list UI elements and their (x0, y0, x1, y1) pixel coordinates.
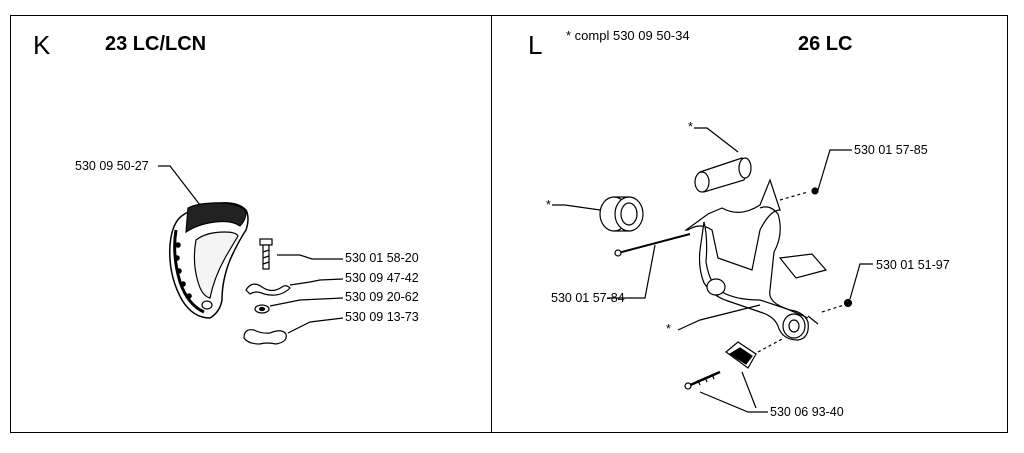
leader-grip-star (694, 127, 739, 153)
screw-drawing (684, 370, 721, 390)
panel-l-title: 26 LC (798, 33, 853, 55)
label-nut-top: 530 01 57-85 (854, 143, 928, 157)
bolt-drawing (259, 238, 273, 270)
label-rod: 530 01 57-84 (551, 291, 625, 305)
leader-frame-star (677, 304, 761, 331)
label-spacer-star: * (546, 198, 551, 212)
label-handle: 530 09 50-27 (75, 159, 149, 173)
bracket-drawing (245, 283, 291, 296)
leader-nut-right (849, 263, 873, 300)
frame-drawing (684, 178, 828, 341)
grip-tube-drawing (694, 157, 752, 193)
leader-screws-1 (699, 391, 768, 413)
label-screws: 530 06 93-40 (770, 405, 844, 419)
label-washer: 530 09 20-62 (345, 290, 419, 304)
leader-washer (269, 297, 344, 307)
leader-nut-top (817, 149, 852, 191)
panel-divider (491, 15, 492, 433)
leader-bracket (289, 278, 344, 286)
nut-top-drawing (811, 187, 819, 195)
leader-spacer-star (552, 204, 601, 211)
leader-bolt (277, 254, 343, 260)
compl-note: * compl 530 09 50-34 (566, 28, 690, 43)
panel-l-letter: L (528, 30, 543, 60)
diagram-frame (10, 15, 1008, 433)
label-bracket: 530 09 47-42 (345, 271, 419, 285)
leader-rod (607, 244, 656, 299)
spacer-drawing (599, 196, 644, 232)
leader-handle (158, 165, 201, 206)
nut-right-drawing (843, 298, 853, 308)
leader-wing-nut (287, 317, 344, 334)
leader-screws-2 (741, 371, 757, 409)
label-nut-right: 530 01 51-97 (876, 258, 950, 272)
wing-nut-drawing (243, 329, 287, 345)
rod-drawing (617, 233, 691, 254)
panel-k-title: 23 LC/LCN (105, 33, 207, 55)
label-bolt: 530 01 58-20 (345, 251, 419, 265)
handle-drawing (169, 202, 249, 319)
label-grip-star: * (688, 120, 693, 134)
label-wing-nut: 530 09 13-73 (345, 310, 419, 324)
label-frame-star: * (666, 322, 671, 336)
clamp-drawing (725, 341, 757, 369)
panel-k-letter: K (33, 30, 50, 60)
